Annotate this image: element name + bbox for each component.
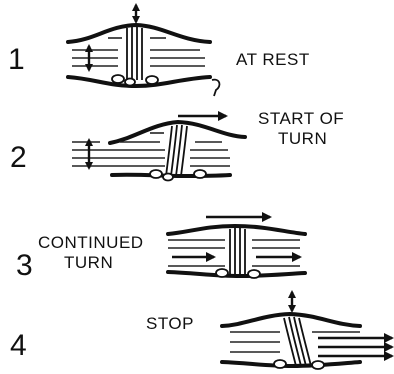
canal-top-wall [68, 25, 210, 42]
hook-mark [212, 80, 219, 96]
stage-3-label-line-2: TURN [64, 253, 113, 272]
endolymph-fluid [72, 133, 230, 166]
canal-bottom-wall [168, 272, 305, 276]
stage-3-label-line-1: CONTINUED [38, 233, 144, 252]
stage-3: 3 CONTINUED TURN [16, 217, 305, 282]
stage-4-number: 4 [10, 329, 27, 362]
canal-bottom-wall [222, 362, 360, 366]
endolymph-fluid [72, 38, 205, 66]
canal-top-wall [168, 226, 305, 234]
stage-1: 1 AT REST [8, 5, 310, 96]
stage-4: 4 STOP [10, 292, 392, 369]
stage-1-number: 1 [8, 43, 25, 76]
stage-2-label-line-2: TURN [278, 129, 327, 148]
cupula-hairs [230, 228, 245, 274]
stage-4-label: STOP [146, 314, 194, 333]
endolymph-fluid [168, 240, 300, 266]
stage-2-label-line-1: START OF [258, 109, 344, 128]
stage-2: 2 START OF TURN [10, 109, 344, 181]
stage-1-label: AT REST [236, 50, 310, 69]
stage-3-number: 3 [16, 249, 33, 282]
stage-2-number: 2 [10, 141, 27, 174]
cupula-hairs [127, 27, 142, 80]
cupula-hairs [166, 125, 187, 176]
cupula-hairs [284, 317, 311, 366]
canal-bottom-wall [68, 77, 210, 86]
